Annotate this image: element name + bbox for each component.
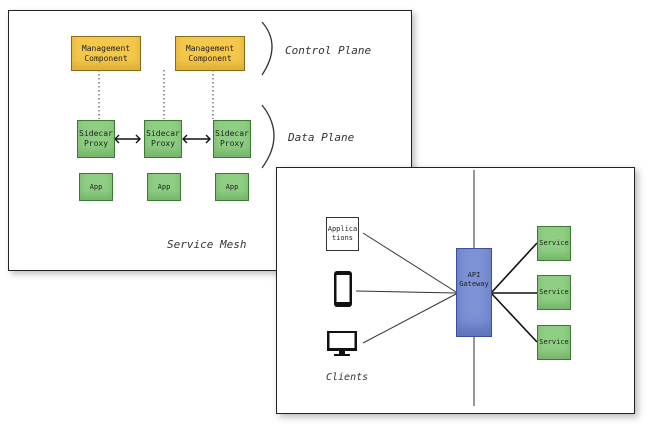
control-plane-brace (261, 21, 273, 76)
data-plane-label: Data Plane (288, 131, 355, 144)
management-component-2-label: Management Component (185, 43, 235, 63)
app-3-label: App (225, 182, 239, 191)
service-3: Service (537, 325, 571, 360)
service-2: Service (537, 275, 571, 310)
app-1: App (79, 173, 113, 201)
sidecar-proxy-1-label: Sidecar Proxy (79, 129, 113, 148)
app-2-label: App (157, 182, 171, 191)
service-1: Service (537, 226, 571, 261)
app-1-label: App (89, 182, 103, 191)
service-link-1 (491, 242, 538, 293)
app-2: App (147, 173, 181, 201)
management-component-1: Management Component (71, 36, 141, 71)
api-gateway-label: API Gateway (459, 271, 489, 288)
api-gateway: API Gateway (456, 248, 492, 337)
desktop-monitor-icon (327, 331, 357, 356)
sidecar-arrow-1 (114, 134, 141, 144)
sidecar-proxy-2: Sidecar Proxy (144, 120, 182, 158)
service-link-3 (491, 293, 538, 343)
mobile-link (355, 290, 457, 294)
applications-link (362, 232, 457, 293)
applications-label: Applica tions (327, 225, 358, 242)
management-component-2: Management Component (175, 36, 245, 71)
control-plane-label: Control Plane (285, 44, 372, 57)
applications-box: Applica tions (326, 217, 359, 251)
service-mesh-title: Service Mesh (167, 238, 247, 251)
service-1-label: Service (539, 239, 569, 248)
app-3: App (215, 173, 249, 201)
sidecar-proxy-1: Sidecar Proxy (77, 120, 115, 158)
data-plane-brace (261, 104, 275, 169)
management-component-1-label: Management Component (81, 43, 131, 63)
sidecar-arrow-2 (182, 134, 211, 144)
mobile-phone-icon (334, 271, 352, 307)
sidecar-proxy-3-label: Sidecar Proxy (215, 129, 249, 148)
clients-label: Clients (326, 372, 369, 383)
sidecar-proxy-3: Sidecar Proxy (213, 120, 251, 158)
service-3-label: Service (539, 338, 569, 347)
service-2-label: Service (539, 288, 569, 297)
desktop-link (362, 293, 457, 344)
sidecar-proxy-2-label: Sidecar Proxy (146, 129, 180, 148)
